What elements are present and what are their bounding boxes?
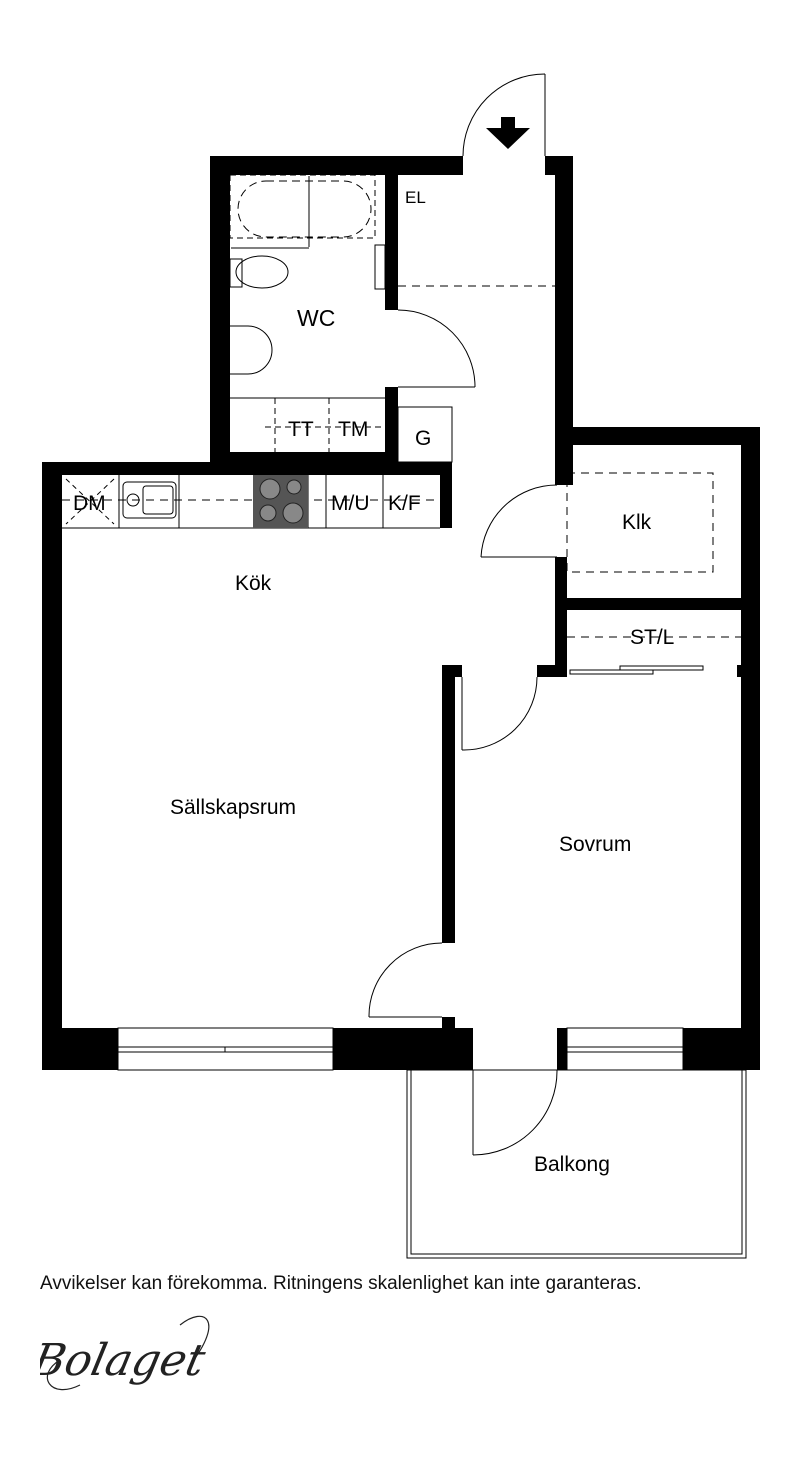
balcony-door bbox=[472, 1069, 558, 1156]
room-labels: WC EL TT TM G DM M/U K/F Klk Kök ST/L Sä… bbox=[73, 188, 674, 1176]
label-klk: Klk bbox=[622, 511, 652, 534]
label-kf: K/F bbox=[388, 492, 421, 515]
entrance-door bbox=[462, 73, 546, 157]
stove bbox=[253, 475, 308, 528]
label-sovrum: Sovrum bbox=[559, 833, 631, 856]
sovrum-door bbox=[461, 676, 538, 751]
label-sallskapsrum: Sällskapsrum bbox=[170, 796, 296, 819]
sallskapsrum-door bbox=[368, 942, 443, 1018]
bolaget-logo: Bolaget bbox=[40, 1315, 210, 1391]
label-balkong: Balkong bbox=[534, 1153, 610, 1176]
wc-door bbox=[397, 309, 476, 388]
disclaimer-text: Avvikelser kan förekomma. Ritningens ska… bbox=[40, 1273, 642, 1294]
klk-door bbox=[480, 484, 558, 558]
label-tm: TM bbox=[338, 418, 368, 441]
label-wc: WC bbox=[297, 305, 335, 331]
label-kok: Kök bbox=[235, 572, 272, 595]
label-stl: ST/L bbox=[630, 626, 674, 649]
windows bbox=[117, 1027, 684, 1071]
label-mu: M/U bbox=[331, 492, 370, 515]
balcony bbox=[406, 1069, 747, 1259]
fixtures bbox=[62, 174, 741, 675]
label-tt: TT bbox=[288, 418, 314, 441]
arrow-down-icon bbox=[486, 117, 530, 149]
walls bbox=[42, 156, 760, 1070]
label-dm: DM bbox=[73, 492, 106, 515]
label-el: EL bbox=[405, 188, 426, 207]
svg-text:Bolaget: Bolaget bbox=[40, 1335, 210, 1385]
label-g: G bbox=[415, 427, 431, 450]
floor-plan: WC EL TT TM G DM M/U K/F Klk Kök ST/L Sä… bbox=[42, 73, 760, 1259]
doors bbox=[368, 73, 558, 1156]
